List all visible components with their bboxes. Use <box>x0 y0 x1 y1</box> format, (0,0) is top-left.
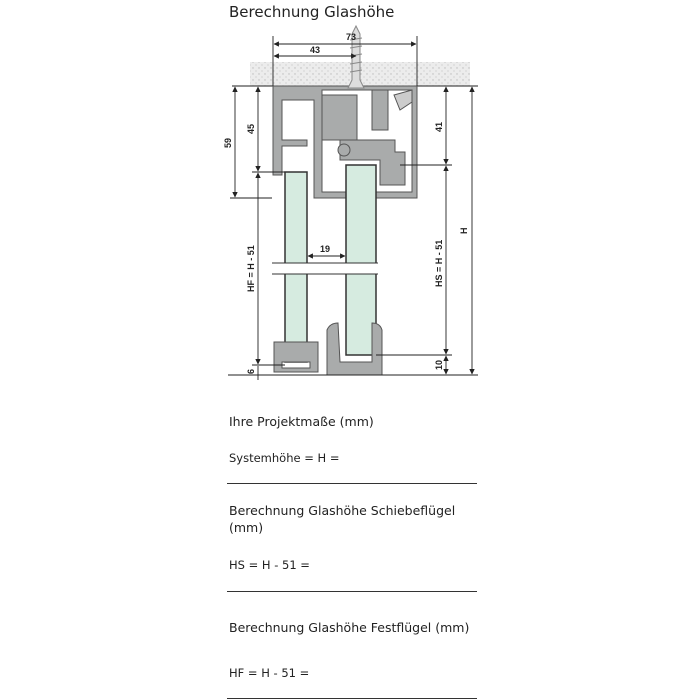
fixed-glass-formula: HF = H - 51 = <box>229 666 310 680</box>
page-title: Berechnung Glashöhe <box>229 3 395 21</box>
system-height-input-line[interactable] <box>227 483 477 484</box>
dimension-lines <box>230 36 475 380</box>
dim-10: 10 <box>434 360 444 370</box>
dim-41: 41 <box>434 122 444 132</box>
dim-45: 45 <box>246 124 256 134</box>
sliding-glass-formula: HS = H - 51 = <box>229 558 310 572</box>
sliding-glass-heading-line1: Berechnung Glashöhe Schiebeflügel <box>229 503 456 518</box>
dimension-labels: 73 43 59 45 HF = H - 51 6 19 41 HS = H -… <box>223 32 469 374</box>
glass-height-diagram: 73 43 59 45 HF = H - 51 6 19 41 HS = H -… <box>223 24 478 380</box>
floor-profiles <box>273 322 383 376</box>
dim-hf: HF = H - 51 <box>246 245 256 292</box>
fixed-glass-input-line[interactable] <box>227 698 477 699</box>
sliding-glass-pane <box>345 164 377 356</box>
dim-6: 6 <box>246 369 256 374</box>
dim-hs: HS = H - 51 <box>434 240 444 287</box>
top-profile <box>272 85 418 199</box>
dim-19: 19 <box>320 244 330 254</box>
sliding-glass-heading-line2: (mm) <box>229 520 264 535</box>
fixed-glass-heading: Berechnung Glashöhe Festflügel (mm) <box>229 620 470 635</box>
dim-h: H <box>459 228 469 235</box>
dim-43: 43 <box>310 45 320 55</box>
system-height-label: Systemhöhe = H = <box>229 451 340 465</box>
break-lines <box>272 262 378 275</box>
sliding-glass-input-line[interactable] <box>227 591 477 592</box>
dim-73: 73 <box>346 32 356 42</box>
dim-59: 59 <box>223 138 233 148</box>
project-dimensions-heading: Ihre Projektmaße (mm) <box>229 414 374 429</box>
